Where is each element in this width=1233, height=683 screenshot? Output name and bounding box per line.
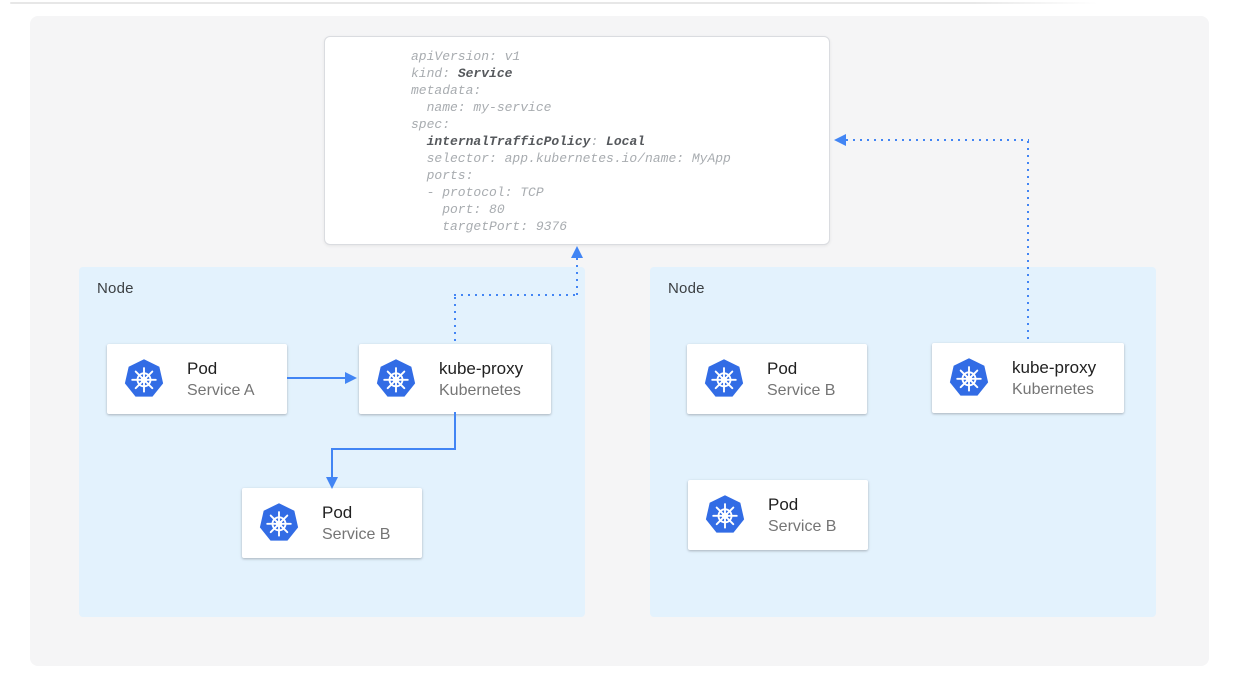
kubernetes-icon <box>948 357 990 397</box>
pod-card-service-a: Pod Service A <box>107 344 287 414</box>
connector-left-kubeproxy-to-yaml-v2 <box>576 258 578 296</box>
connector-right-kubeproxy-to-yaml-h <box>846 139 1029 141</box>
arrow-down-icon <box>326 477 338 489</box>
connector-right-kubeproxy-to-yaml-v <box>1027 141 1029 343</box>
arrow-right-icon <box>345 372 357 384</box>
connector-kubeproxy-to-pod-b-v1 <box>454 412 456 450</box>
yaml-line: ports: <box>411 168 474 183</box>
pod-card-service-b-right-top: Pod Service B <box>687 344 867 414</box>
card-title: Pod <box>322 502 353 522</box>
kubernetes-icon <box>703 358 745 398</box>
card-subtitle: Service B <box>768 517 837 535</box>
connector-kubeproxy-to-pod-b-v2 <box>331 448 333 479</box>
node-left: Node Pod Service A kube-proxy Kubernetes… <box>79 267 585 617</box>
kubeproxy-card-right: kube-proxy Kubernetes <box>932 343 1124 413</box>
yaml-line: selector: app.kubernetes.io/name: MyApp <box>411 151 731 166</box>
card-title: Pod <box>187 358 218 378</box>
pod-card-service-b-right-bottom: Pod Service B <box>688 480 868 550</box>
kubernetes-icon <box>375 358 417 398</box>
connector-left-kubeproxy-to-yaml-h <box>454 294 578 296</box>
yaml-line: - protocol: TCP <box>411 185 544 200</box>
yaml-line: targetPort: 9376 <box>411 219 568 234</box>
yaml-line: apiVersion: v1 <box>411 49 521 64</box>
node-right: Node Pod Service B kube-proxy Kubernetes… <box>650 267 1156 617</box>
node-label: Node <box>97 280 134 297</box>
yaml-line: spec: <box>411 117 451 132</box>
connector-pod-a-to-kubeproxy <box>287 377 347 379</box>
kubernetes-icon <box>258 502 300 542</box>
arrow-left-icon <box>834 134 846 146</box>
yaml-line: internalTrafficPolicy: Local <box>426 134 646 149</box>
card-subtitle: Kubernetes <box>439 381 521 399</box>
card-title: Pod <box>768 494 799 514</box>
kubernetes-icon <box>704 494 746 534</box>
top-divider <box>10 2 1098 4</box>
card-subtitle: Service A <box>187 381 255 399</box>
yaml-line: port: 80 <box>411 202 505 217</box>
kubeproxy-card-left: kube-proxy Kubernetes <box>359 344 551 414</box>
connector-left-kubeproxy-to-yaml-v1 <box>454 297 456 344</box>
card-subtitle: Service B <box>322 525 391 543</box>
yaml-code: apiVersion: v1 kind: Service metadata: n… <box>325 37 829 244</box>
kubernetes-icon <box>123 358 165 398</box>
service-yaml-card: apiVersion: v1 kind: Service metadata: n… <box>324 36 830 245</box>
card-subtitle: Kubernetes <box>1012 380 1094 398</box>
node-label: Node <box>668 280 705 297</box>
yaml-line: metadata: <box>411 83 482 98</box>
pod-card-service-b-left: Pod Service B <box>242 488 422 558</box>
arrow-up-icon <box>571 246 583 258</box>
yaml-line: kind: Service <box>411 66 513 81</box>
card-title: kube-proxy <box>439 358 524 378</box>
connector-kubeproxy-to-pod-b-h <box>331 448 456 450</box>
card-subtitle: Service B <box>767 381 836 399</box>
yaml-line: name: my-service <box>411 100 552 115</box>
card-title: Pod <box>767 358 798 378</box>
card-title: kube-proxy <box>1012 357 1097 377</box>
